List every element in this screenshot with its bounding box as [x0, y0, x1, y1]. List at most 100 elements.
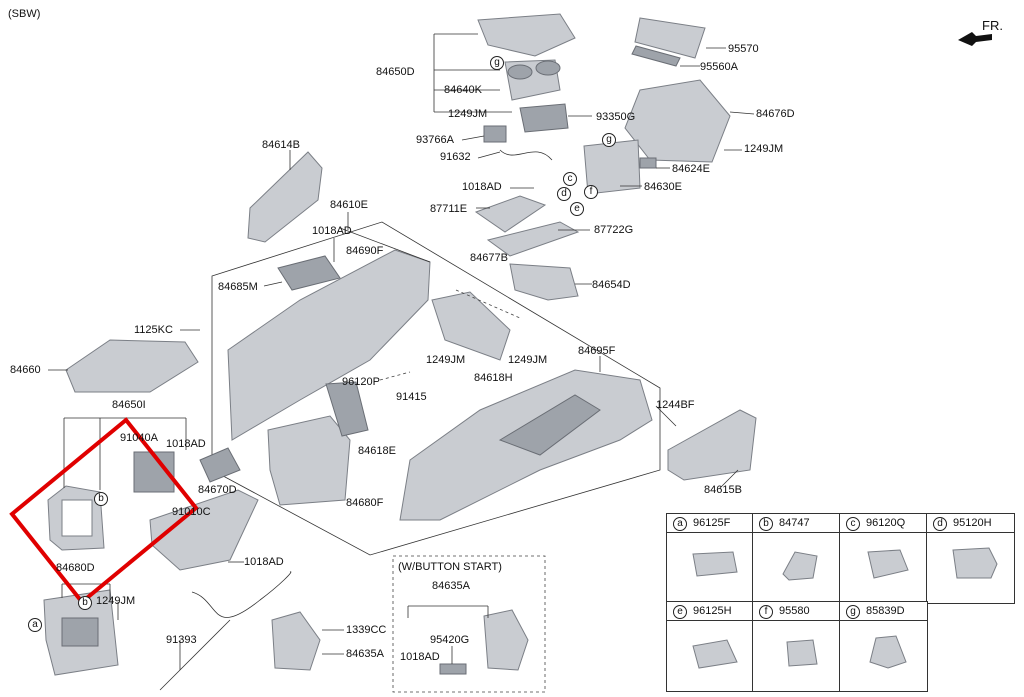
callout-b: b [78, 596, 92, 610]
label-84677B: 84677B [470, 252, 508, 264]
bracket-84680D [61, 583, 119, 620]
label-95560A: 95560A [700, 61, 738, 73]
leader-96120P [379, 371, 411, 381]
label-1018AD-e: 1018AD [400, 651, 440, 663]
legend-part-image [952, 547, 998, 579]
label-84690F: 84690F [346, 245, 384, 257]
label-84614B: 84614B [262, 139, 300, 151]
legend-key: g [846, 605, 860, 619]
part-84624E [639, 157, 657, 169]
button-start-box-outline [392, 555, 546, 693]
callout-f: f [584, 185, 598, 199]
label-1249JM-a: 1249JM [448, 108, 488, 120]
legend-part-number: 95120H [953, 517, 992, 529]
legend-key: f [759, 605, 773, 619]
legend-part-image [782, 551, 818, 581]
label-84610E: 84610E [330, 199, 368, 211]
legend-part-image [867, 549, 909, 579]
part-95420G [439, 663, 467, 675]
part-87711E [474, 195, 547, 233]
legend-part-number: 95580 [779, 605, 810, 617]
label-96120P: 96120P [342, 376, 380, 388]
label-87722G: 87722G [594, 224, 634, 236]
label-1018AD-a: 1018AD [462, 181, 502, 193]
legend-part-shape [869, 635, 907, 669]
label-1249JM-d: 1249JM [508, 354, 548, 366]
label-91415: 91415 [396, 391, 427, 403]
leader-91632 [477, 151, 501, 159]
highlight-frame [9, 417, 199, 605]
legend-part-number: 96125H [693, 605, 732, 617]
part-91393-harness [191, 571, 292, 618]
label-84618H: 84618H [474, 372, 513, 384]
label-84660: 84660 [10, 364, 41, 376]
label-91393: 91393 [166, 634, 197, 646]
legend-head: f 95580 [753, 602, 840, 621]
bracket-84650D [433, 33, 512, 113]
part-84654D [509, 263, 579, 301]
label-1339CC: 1339CC [346, 624, 387, 636]
part-84618E [325, 381, 369, 437]
label-91632: 91632 [440, 151, 471, 163]
bracket-84650I [63, 417, 187, 490]
label-1249JM-b: 1249JM [744, 143, 784, 155]
label-84695F: 84695F [578, 345, 616, 357]
legend-part-shape [782, 551, 818, 581]
label-93766A: 93766A [416, 134, 454, 146]
label-1125KC: 1125KC [134, 324, 173, 336]
legend-head: a 96125F [667, 514, 754, 533]
legend-key: a [673, 517, 687, 531]
callout-g: g [490, 56, 504, 70]
part-cup-hole-1 [507, 64, 533, 80]
legend-key: c [846, 517, 860, 531]
part-84680F [267, 415, 351, 506]
callout-b: b [94, 492, 108, 506]
front-arrow-icon [958, 32, 992, 46]
part-84685M [277, 255, 341, 291]
part-84670D [199, 447, 241, 483]
part-84676D [624, 79, 731, 163]
part-84635A-main [271, 611, 321, 671]
label-84670D: 84670D [198, 484, 237, 496]
callout-a: a [28, 618, 42, 632]
label-84680D: 84680D [56, 562, 95, 574]
label-91010C: 91010C [172, 506, 211, 518]
leader-84676D [729, 111, 755, 115]
leader-84615B [719, 469, 739, 489]
label-84624E: 84624E [672, 163, 710, 175]
label-84654D: 84654D [592, 279, 631, 291]
part-84677B [486, 221, 580, 257]
label-93350G: 93350G [596, 111, 636, 123]
label-95420G: 95420G [430, 634, 470, 646]
legend-part-shape [692, 639, 738, 669]
callout-c: c [563, 172, 577, 186]
legend-part-shape [867, 549, 909, 579]
legend-part-image [692, 551, 738, 577]
legend-part-shape [952, 547, 998, 579]
button-start-box-title: (W/BUTTON START) [398, 561, 502, 573]
legend-cell-a: a 96125F [666, 513, 755, 604]
label-1249JM-c: 1249JM [426, 354, 466, 366]
part-84660 [65, 339, 199, 393]
part-95560A [631, 45, 681, 67]
leader-84690F [339, 227, 431, 263]
label-84685M: 84685M [218, 281, 258, 293]
legend-part-number: 96125F [693, 517, 731, 529]
callout-g: g [602, 133, 616, 147]
front-label: FR. [982, 18, 1003, 33]
label-84618E: 84618E [358, 445, 396, 457]
part-84615B [667, 409, 757, 481]
label-84630E: 84630E [644, 181, 682, 193]
label-84635A-b: 84635A [432, 580, 470, 592]
label-84680F: 84680F [346, 497, 384, 509]
label-1018AD-d: 1018AD [244, 556, 284, 568]
part-91632-wire [499, 149, 553, 161]
variant-label: (SBW) [8, 8, 41, 20]
